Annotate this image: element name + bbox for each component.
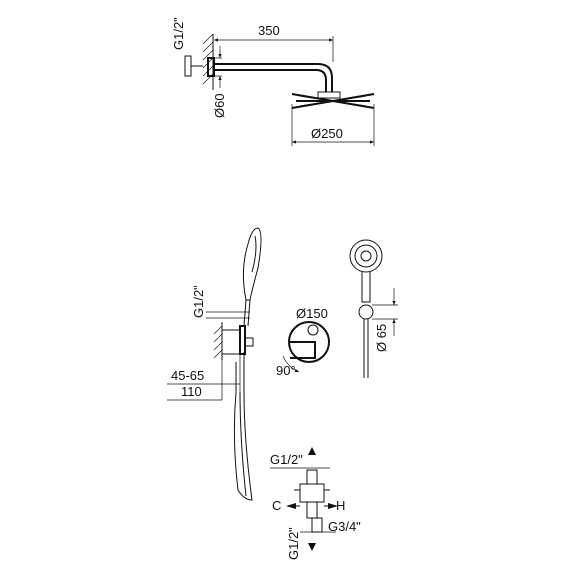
hose-inner: [239, 391, 247, 497]
mixer-wall-hatch: [213, 322, 223, 360]
mixer-plate: [239, 325, 246, 355]
valve-thread-outlet-label: G3/4": [328, 519, 361, 534]
hot-label: H: [336, 498, 345, 513]
hand-shower-spray: [354, 244, 378, 268]
valve-thread-bottom-label: G1/2": [286, 527, 301, 560]
valve-outlet: [311, 517, 323, 533]
hand-shower-face: [251, 235, 257, 273]
holder-size-label: Ø 65: [374, 324, 389, 352]
valve-top-port: [306, 469, 318, 485]
hose: [233, 352, 253, 501]
head-diameter-label: Ø250: [311, 126, 343, 141]
mixer-plate-front: [288, 321, 330, 363]
wall-holder: [358, 304, 374, 320]
rotation-label: 90°: [276, 363, 296, 378]
hand-shower-side: [242, 227, 262, 301]
shower-arm: [214, 63, 333, 92]
mixer-side-section: G1/2" 45-65 110: [167, 227, 262, 501]
hand-shower-front-section: Ø 65: [349, 239, 398, 378]
flange-diameter-label: Ø60: [212, 93, 227, 118]
depth-range-label: 45-65: [171, 368, 204, 383]
shower-arm-section: 350 G1/2" Ø60 Ø250: [171, 17, 375, 146]
arm-thread-label: G1/2": [171, 17, 186, 50]
arm-length-label: 350: [258, 23, 280, 38]
plate-diameter-label: Ø150: [296, 306, 328, 321]
mixer-thread-label: G1/2": [191, 285, 206, 318]
cold-label: C: [272, 498, 281, 513]
valve-thread-top-label: G1/2": [270, 452, 303, 467]
shower-arm-inner: [214, 69, 327, 92]
wall-flange: [207, 57, 215, 77]
depth-total-label: 110: [181, 384, 202, 399]
thread-stub: [184, 55, 192, 77]
hand-shower-handle: [361, 272, 371, 303]
hand-shower-head: [349, 239, 383, 273]
valve-bottom-port: [306, 501, 318, 519]
mixer-body: [221, 329, 241, 355]
valve-section: G1/2" C H G3/4" G1/2": [270, 447, 361, 560]
mixer-lever: [290, 341, 316, 359]
valve-body: [299, 483, 325, 503]
shower-head: [291, 91, 375, 109]
mixer-front-section: Ø150 90°: [276, 306, 330, 378]
diverter-knob: [307, 324, 319, 336]
